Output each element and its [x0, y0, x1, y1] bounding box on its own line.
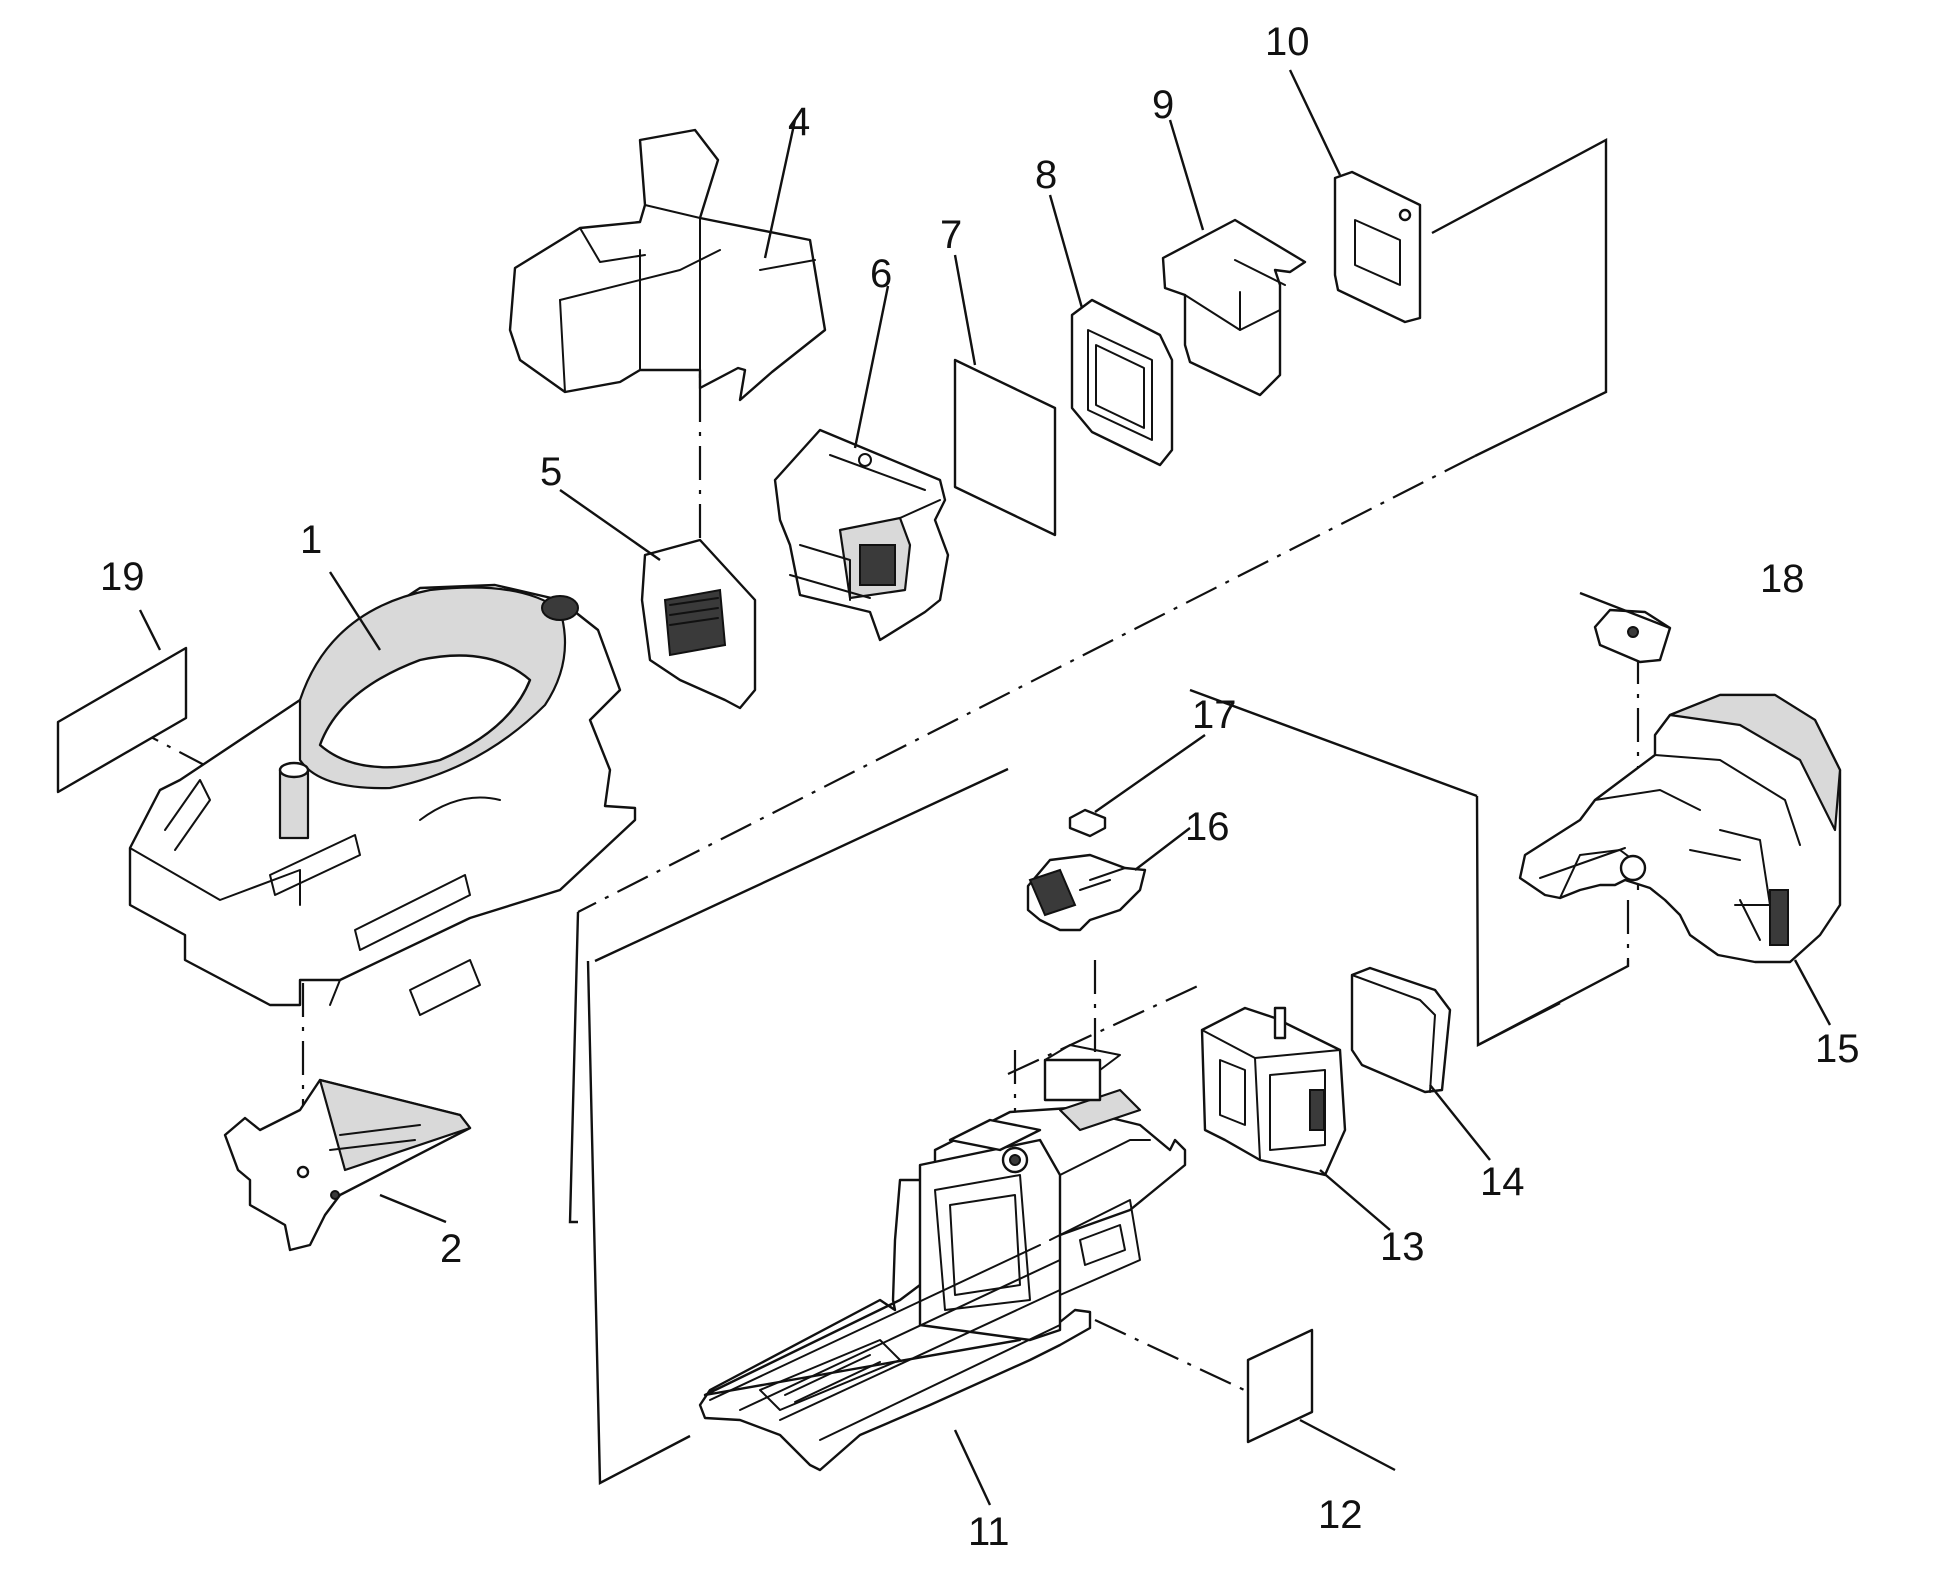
callout-19: 19 [100, 555, 145, 599]
leader-lines [138, 69, 1832, 1506]
part-7-sheet [953, 358, 1057, 537]
callout-7: 7 [940, 213, 962, 257]
callout-15: 15 [1815, 1027, 1860, 1071]
part-18-small-plate [1593, 608, 1672, 664]
part-4-top-cover [508, 128, 827, 402]
part-15-rear-housing [1518, 693, 1842, 964]
callout-18: 18 [1760, 557, 1805, 601]
part-16-connector [1026, 853, 1147, 932]
callout-5: 5 [540, 450, 562, 494]
callout-11: 11 [968, 1510, 1010, 1554]
callout-1: 1 [300, 518, 322, 562]
callout-13: 13 [1380, 1225, 1425, 1269]
part-17-chip [1068, 808, 1107, 838]
callout-4: 4 [788, 100, 810, 144]
callout-14: 14 [1480, 1160, 1525, 1204]
callout-6: 6 [870, 252, 892, 296]
part-5-circuit-board [640, 538, 757, 710]
part-13-box-frame [1200, 1006, 1347, 1177]
callout-16: 16 [1185, 805, 1230, 849]
callout-10: 10 [1265, 20, 1310, 64]
part-6-bracket [773, 428, 950, 642]
part-14-cover [1350, 966, 1452, 1094]
part-9-shield [1161, 218, 1307, 397]
callout-12: 12 [1318, 1493, 1363, 1537]
callout-17: 17 [1192, 693, 1237, 737]
callout-9: 9 [1152, 83, 1174, 127]
part-11-tray [698, 1044, 1187, 1472]
assembly-outline-lower [586, 688, 1630, 1485]
part-1-main-housing [128, 583, 637, 1016]
part-19-label [56, 646, 188, 794]
part-12-sheet [1246, 1328, 1314, 1444]
callout-8: 8 [1035, 153, 1057, 197]
callout-labels: 1 2 4 5 6 7 8 9 10 11 12 13 14 15 16 17 … [100, 20, 1860, 1554]
part-10-plate [1333, 170, 1422, 324]
assembly-outline-upper [568, 137, 1608, 1224]
part-2-bottom-plate [223, 1078, 472, 1252]
part-8-frame [1070, 298, 1174, 467]
callout-2: 2 [440, 1227, 462, 1271]
